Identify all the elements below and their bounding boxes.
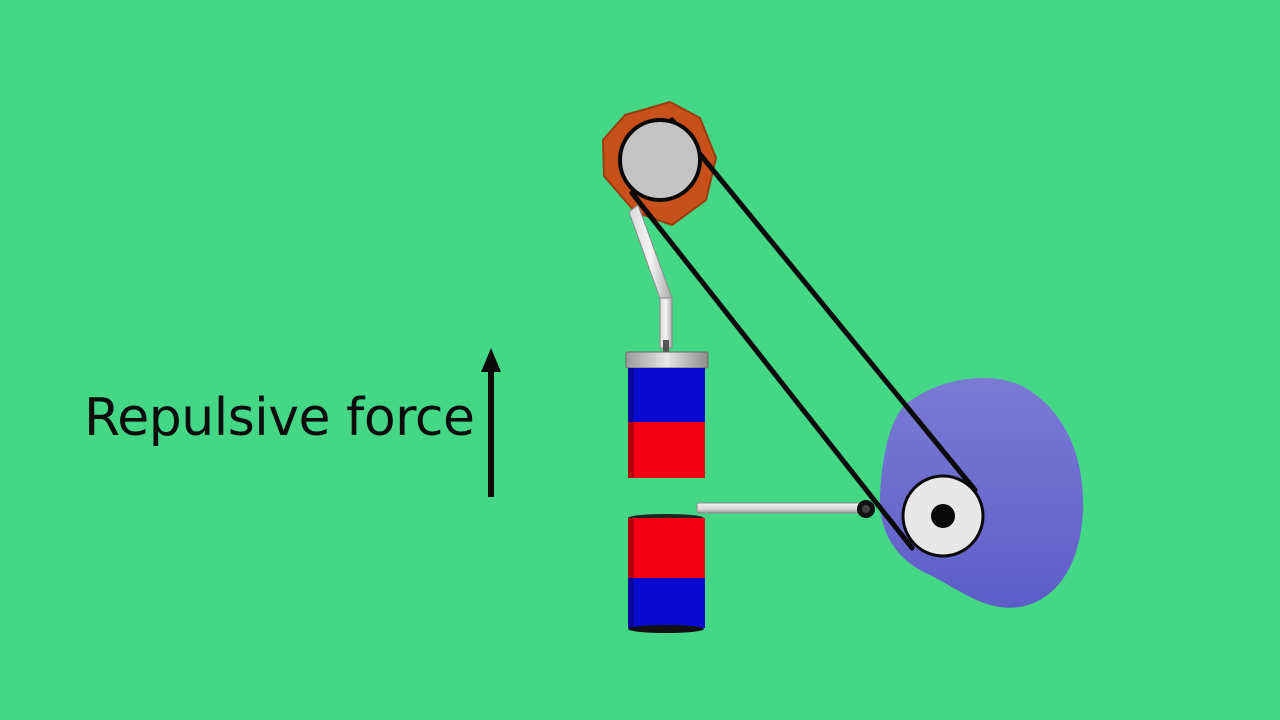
upper-magnet [625, 351, 709, 478]
pulley-support-arm [628, 204, 673, 352]
top-pulley-wheel [618, 118, 702, 202]
lower-magnet [628, 514, 705, 633]
drive-belt [629, 117, 978, 551]
connecting-rod [696, 500, 875, 518]
arrow-up-icon [481, 348, 501, 497]
repulsive-force-label: Repulsive force [84, 388, 475, 448]
flywheel-hub [901, 474, 985, 558]
